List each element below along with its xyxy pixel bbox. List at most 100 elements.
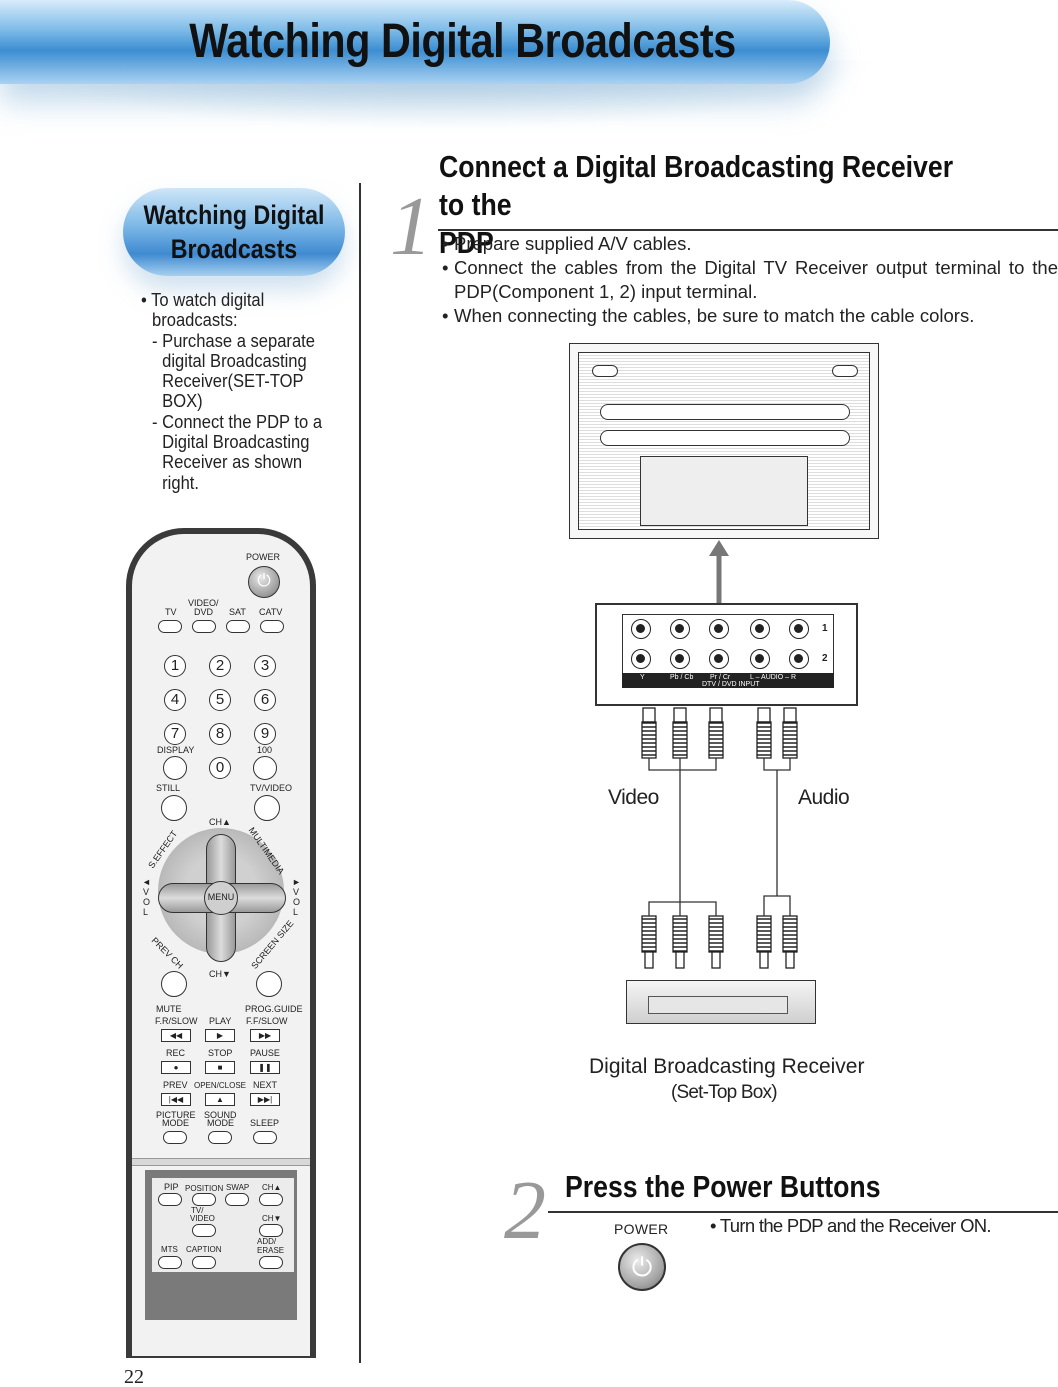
remote-num-1: 1 [164,655,186,677]
remote-prev-icon: |◀◀ [161,1093,191,1106]
step-2-title: Press the Power Buttons [565,1169,881,1204]
pdp-terminal-box [640,456,808,526]
step-1-item-text: Connect the cables from the Digital TV R… [454,257,1058,302]
plug-body [782,915,798,953]
remote-openclose-label: OPEN/CLOSE [194,1081,247,1090]
section-pill-title: Watching Digital Broadcasts [139,198,330,266]
remote-display-button [163,756,187,780]
remote-tvvideo2-button [192,1224,216,1237]
header-banner [0,0,830,84]
remote-chdown2-label: CH▼ [262,1214,282,1223]
remote-vol-v-right: V [293,887,300,897]
remote-100-label: 100 [257,745,273,755]
step-1-item: • Connect the cables from the Digital TV… [442,256,1058,304]
remote-tvvideo2-label-2: VIDEO [190,1214,215,1223]
jack-icon [709,619,729,639]
plug-body [641,915,657,953]
step-1-number: 1 [390,180,432,273]
video-bundle-bottom [648,901,717,916]
plug-tip [759,951,769,969]
remote-vol-l-right: L [293,907,299,917]
remote-next-icon: ▶▶| [250,1093,280,1106]
remote-rewind-icon: ◀◀ [161,1029,191,1042]
remote-soundmode-button [208,1131,232,1144]
plug-body [641,721,657,759]
jack-icon [789,619,809,639]
remote-chup-label: CH▲ [209,817,231,827]
video-label: Video [608,786,659,809]
power-icon [618,1243,666,1291]
remote-soundmode-label-1: SOUND [204,1110,237,1120]
remote-num-7: 7 [164,723,186,745]
remote-volright-icon: ► [292,877,301,887]
remote-adderase-label-1: ADD/ [257,1237,277,1246]
panel-label-strip: Y Pb / Cb Pr / Cr L – AUDIO – R DTV / DV… [622,673,834,688]
jack-icon [670,619,690,639]
step-1-item-text: Prepare supplied A/V cables. [454,233,692,254]
remote-caption-label: CAPTION [186,1245,222,1254]
remote-picturemode-label-1: PICTURE [156,1110,196,1120]
remote-menu-button: MENU [204,881,238,915]
pdp-vent-slot [600,430,850,446]
note-dash-1-l4: BOX) [162,391,203,412]
remote-tv-label: TV [165,607,177,617]
remote-position-button [192,1193,216,1206]
plug-body [756,721,772,759]
audio-bundle-bottom [763,895,791,916]
remote-stop-label: STOP [208,1048,233,1058]
remote-sat-button [226,620,250,633]
remote-adderase-label-2: ERASE [257,1246,285,1255]
receiver-subtitle: (Set-Top Box) [671,1082,778,1103]
remote-num-4: 4 [164,689,186,711]
bullet-icon: • [442,257,449,278]
remote-chdown2-button [259,1224,283,1237]
remote-adderase-button [259,1256,283,1269]
remote-still-label: STILL [156,783,181,793]
audio-label: Audio [798,786,850,809]
remote-pause-icon: ❚❚ [250,1061,280,1074]
note-dash-2: - Connect the PDP to a [152,411,323,432]
plug-tip [644,951,654,969]
remote-prev-label: PREV [163,1080,188,1090]
note-dash-1-l2: digital Broadcasting [162,350,307,371]
pill-line-1: Watching Digital [143,200,325,230]
remote-next-label: NEXT [253,1080,278,1090]
remote-rec-label: REC [166,1048,186,1058]
cable-plugs [641,707,798,969]
remote-videodvd-label-1: VIDEO/ [188,598,219,608]
strip-audio: L – AUDIO – R [750,674,797,681]
plug-body [782,721,798,759]
panel-row-1: 1 [822,623,828,634]
remote-display-label: DISPLAY [157,745,195,755]
jack-icon [789,649,809,669]
note-dash-1-l3: Receiver(SET-TOP [162,371,304,392]
strip-pb: Pb / Cb [670,674,694,681]
remote-play-label: PLAY [209,1016,232,1026]
note-dash-1: - Purchase a separate [152,330,315,351]
step-2-number: 2 [504,1164,546,1257]
remote-fastforward-icon: ▶▶ [250,1029,280,1042]
step-1-instructions: • Prepare supplied A/V cables. • Connect… [442,232,1058,328]
step-1-title-line-2: PDP [439,225,494,260]
remote-caption-button [192,1256,216,1269]
step-1-item: • When connecting the cables, be sure to… [442,304,1058,328]
jack-icon [631,619,651,639]
audio-bundle-top [763,758,791,771]
remote-power-icon [248,566,280,598]
panel-row-2: 2 [822,653,828,664]
step-1-title: Connect a Digital Broadcasting Receiver … [439,148,964,262]
remote-mts-label: MTS [161,1245,178,1254]
remote-num-8: 8 [209,723,231,745]
plug-top-audio-2 [783,707,797,723]
section-pill [123,188,345,276]
remote-chup2-label: CH▲ [262,1183,282,1192]
remote-num-3: 3 [254,655,276,677]
plug-body [756,915,772,953]
cable-wires [648,758,791,916]
note-dash-2-l4: right. [162,472,199,493]
plug-tip [675,951,685,969]
receiver-title: Digital Broadcasting Receiver [589,1055,865,1078]
plug-top-video-3 [709,707,723,723]
remote-soundmode-label-2: MODE [207,1118,234,1128]
remote-num-5: 5 [209,689,231,711]
